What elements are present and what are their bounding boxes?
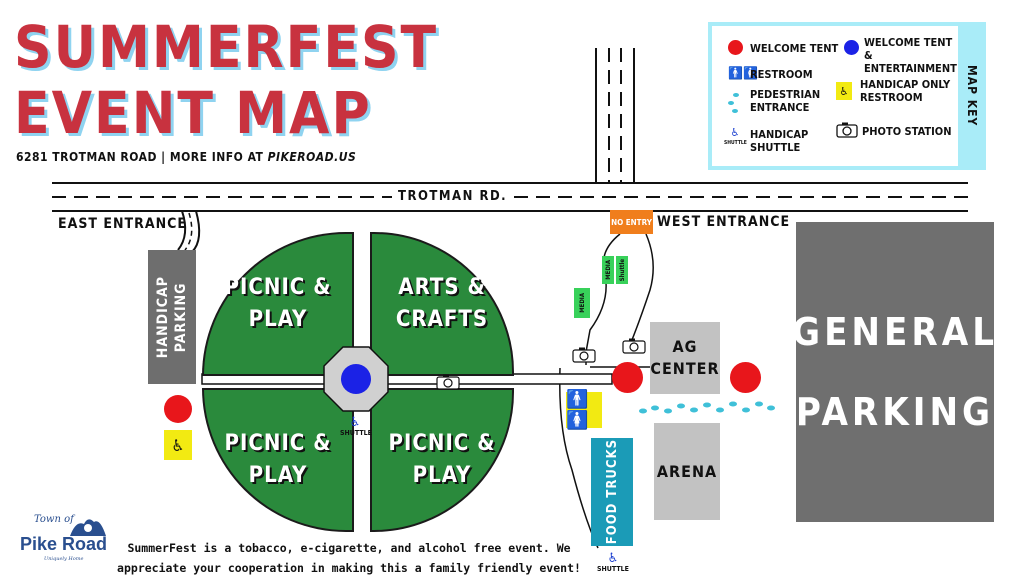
area-se-line2: PLAY — [412, 463, 472, 488]
welcome-tent-parking[interactable] — [730, 362, 761, 393]
pedestrian-path — [639, 401, 775, 414]
welcome-tent-east[interactable] — [164, 395, 192, 423]
subtitle: 6281 TROTMAN ROAD | MORE INFO AT PIKEROA… — [16, 150, 356, 164]
area-picnic-play-se[interactable]: PICNIC & PLAY — [370, 388, 514, 532]
wheelchair-icon: ♿ — [730, 126, 740, 139]
welcome-tent-key-icon — [728, 40, 743, 55]
general-parking-line2: PARKING — [795, 390, 995, 434]
key-label-restroom: RESTROOM — [750, 68, 813, 81]
ag-center-line1: AG — [672, 337, 698, 356]
map-key: WELCOME TENT WELCOME TENT & ENTERTAINMEN… — [708, 22, 986, 170]
welcome-entertainment-key-icon — [844, 40, 859, 55]
arena[interactable]: ARENA — [654, 423, 720, 520]
area-ne-line2: CRAFTS — [395, 307, 489, 332]
title-line-1: SUMMERFEST — [14, 13, 439, 81]
general-parking-line1: GENERAL — [792, 310, 998, 354]
area-nw-line1: PICNIC & — [224, 275, 332, 300]
photo-station-west-2[interactable] — [622, 338, 646, 354]
center-shuttle-marker: ♿ SHUTTLE — [340, 415, 372, 437]
general-parking[interactable]: GENERAL PARKING — [792, 222, 995, 522]
ag-center-line2: CENTER — [650, 359, 720, 378]
logo-tagline: Uniquely Home — [44, 556, 84, 562]
footer-line1: SummerFest is a tobacco, e-cigarette, an… — [127, 541, 571, 555]
media-tag-3: Shuttle — [616, 256, 628, 284]
hc-parking-line2: PARKING — [173, 282, 189, 352]
area-sw-line1: PICNIC & — [224, 431, 332, 456]
logo-emblem — [70, 519, 106, 536]
area-sw-line2: PLAY — [248, 463, 308, 488]
pike-road-logo: Town of Pike Road Uniquely Home — [16, 514, 112, 574]
logo-town: Town of — [34, 514, 74, 525]
area-nw-line2: PLAY — [248, 307, 308, 332]
restroom-marker[interactable]: 🚹🚺 — [566, 389, 602, 431]
food-trucks[interactable]: FOOD TRUCKS — [591, 438, 633, 546]
west-drive-right — [629, 233, 654, 346]
footer-line2: appreciate your cooperation in making th… — [117, 561, 581, 575]
food-lane — [559, 367, 599, 549]
west-entrance-label: WEST ENTRANCE — [657, 214, 791, 230]
photo-station-west-1[interactable] — [572, 347, 596, 363]
footer-notice: SummerFest is a tobacco, e-cigarette, an… — [110, 538, 588, 578]
center-shuttle-label: SHUTTLE — [340, 429, 372, 437]
media-tag-2: MEDIA — [602, 256, 614, 284]
shuttle-key-small: SHUTTLE — [724, 140, 747, 146]
key-label-handicap-restroom: HANDICAP ONLY RESTROOM — [860, 78, 951, 104]
pedestrian-key-icon — [728, 93, 739, 113]
media-tag-1-text: MEDIA — [578, 293, 586, 313]
map-key-panel: WELCOME TENT WELCOME TENT & ENTERTAINMEN… — [712, 26, 958, 166]
photo-station-walkway[interactable] — [436, 374, 460, 390]
road-label-trotman: TROTMAN RD. — [392, 189, 514, 204]
key-label-pedestrian-entrance: PEDESTRIAN ENTRANCE — [750, 88, 821, 114]
area-ne-line1: ARTS & — [398, 275, 486, 300]
map-key-title: MAP KEY — [958, 22, 986, 170]
key-label-welcome-tent: WELCOME TENT — [750, 42, 839, 55]
bottom-shuttle-marker: ♿ SHUTTLE — [597, 552, 629, 573]
ag-center[interactable]: AG CENTER — [650, 322, 720, 394]
no-entry-sign: NO ENTRY — [610, 210, 653, 234]
area-se-line1: PICNIC & — [388, 431, 496, 456]
welcome-tent-west[interactable] — [612, 362, 643, 393]
wheelchair-icon: ♿ — [349, 415, 361, 430]
subtitle-address: 6281 TROTMAN ROAD | MORE INFO AT — [16, 150, 268, 164]
hc-parking-line1: HANDICAP — [155, 275, 171, 359]
handicap-restroom-east[interactable]: ♿ — [164, 430, 192, 460]
east-drive-2 — [191, 210, 201, 253]
title-line-2: EVENT MAP — [14, 79, 372, 147]
logo-name: Pike Road — [20, 534, 108, 554]
photo-station-key-icon — [836, 122, 858, 138]
arena-label: ARENA — [656, 462, 718, 481]
restroom-key-icon: 🚹🚺 — [728, 66, 758, 80]
key-label-welcome-entertainment: WELCOME TENT & ENTERTAINMENT — [864, 36, 957, 75]
shuttle-key-icon: ♿ SHUTTLE — [724, 126, 747, 147]
media-tag-2-text: MEDIA — [604, 260, 612, 280]
wheelchair-icon: ♿ — [607, 551, 619, 566]
media-tag-1: MEDIA — [574, 288, 590, 318]
key-label-photo-station: PHOTO STATION — [862, 125, 952, 138]
east-drive-1 — [177, 210, 187, 251]
map-key-title-text: MAP KEY — [965, 65, 979, 127]
welcome-entertainment-marker[interactable] — [341, 364, 371, 394]
west-drive-left — [585, 233, 621, 365]
subtitle-link[interactable]: PIKEROAD.US — [267, 150, 357, 164]
bottom-shuttle-label: SHUTTLE — [597, 565, 629, 573]
east-entrance-label: EAST ENTRANCE — [58, 216, 187, 232]
east-drive-center — [184, 212, 193, 251]
media-tag-3-text: Shuttle — [618, 258, 626, 282]
handicap-restroom-key-icon: ♿ — [836, 82, 852, 100]
food-trucks-label: FOOD TRUCKS — [604, 439, 620, 545]
key-label-handicap-shuttle: HANDICAP SHUTTLE — [750, 128, 809, 154]
